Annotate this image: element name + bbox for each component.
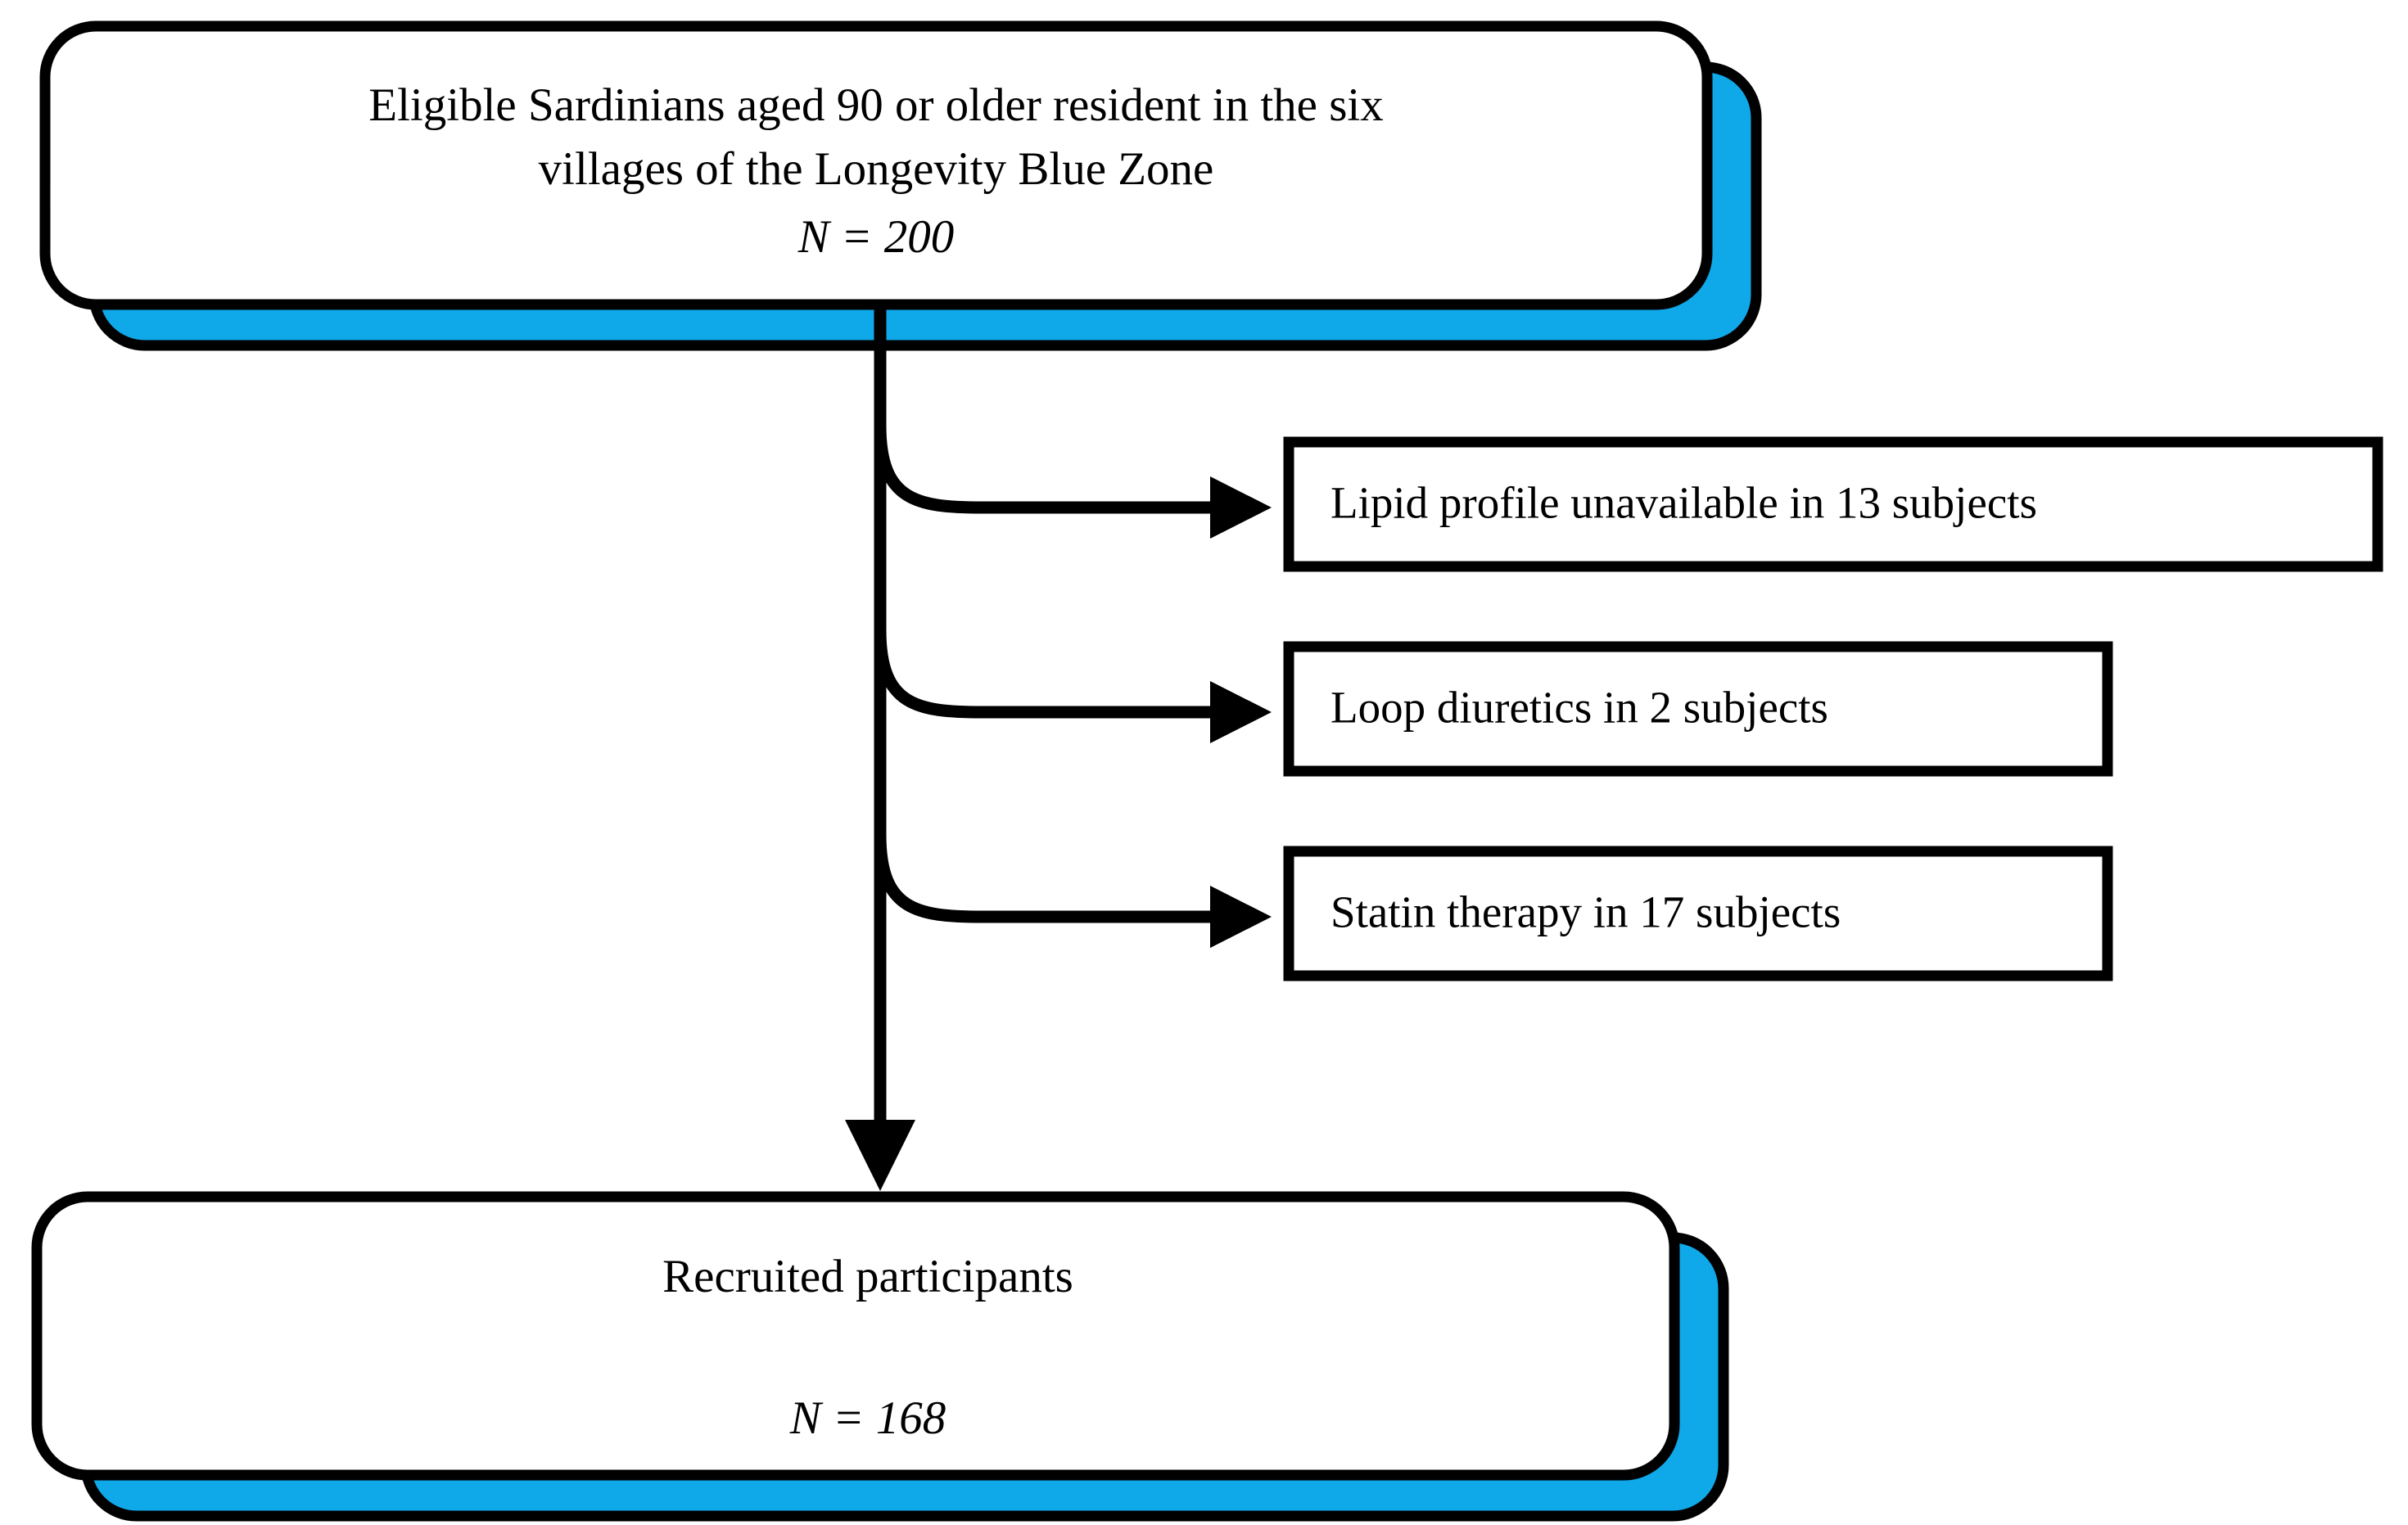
result-node-line1: Recruited participants [662,1251,1073,1302]
result-node: Recruited participants N = 168 [31,1191,1680,1481]
branch-connector-3 [874,834,1272,948]
source-node-count: N = 200 [797,211,954,263]
exclusion-box-statin-therapy: Statin therapy in 17 subjects [1283,846,2113,981]
source-node-line1: Eligible Sardinians aged 90 or older res… [368,79,1383,131]
branch-connector-2 [874,629,1272,743]
exclusion-box-lipid-profile: Lipid profile unavailable in 13 subjects [1283,436,2383,572]
branch-1-arrowhead [1210,476,1272,539]
result-node-count: N = 168 [789,1392,946,1444]
exclusion-box-loop-diuretics: Loop diuretics in 2 subjects [1283,641,2113,777]
branch-2-arrowhead [1210,681,1272,743]
branch-connector-1 [874,425,1272,539]
exclusion-box-lipid-profile-label: Lipid profile unavailable in 13 subjects [1330,478,2037,528]
exclusion-box-statin-therapy-label: Statin therapy in 17 subjects [1330,887,1841,937]
source-node: Eligible Sardinians aged 90 or older res… [39,20,1713,310]
main-flow-arrowhead [845,1120,915,1191]
branch-3-arrowhead [1210,886,1272,948]
exclusion-box-loop-diuretics-label: Loop diuretics in 2 subjects [1330,683,1828,733]
source-node-line2: villages of the Longevity Blue Zone [539,143,1214,195]
